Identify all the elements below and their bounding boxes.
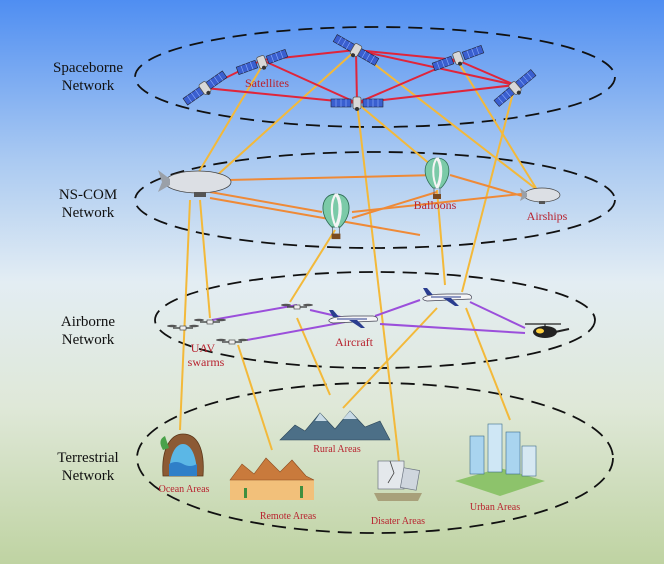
link bbox=[227, 174, 438, 181]
layer-label-spaceborne-line1: Spaceborne bbox=[53, 60, 123, 76]
link bbox=[449, 174, 537, 201]
rural-area-icon bbox=[279, 410, 391, 441]
layer-label-nscom-line2: Network bbox=[62, 205, 115, 221]
uav-label-line2: swarms bbox=[188, 355, 225, 369]
helicopter-icon bbox=[525, 323, 570, 338]
layer-label-nscom-line1: NS-COM bbox=[59, 187, 117, 203]
link bbox=[289, 229, 336, 303]
link bbox=[209, 191, 323, 213]
layer-label-airborne-line1: Airborne bbox=[61, 314, 115, 330]
vertical-links bbox=[179, 49, 541, 471]
layer-label-terrestrial-line2: Network bbox=[62, 468, 115, 484]
link bbox=[202, 49, 357, 189]
air-links bbox=[211, 299, 526, 341]
link bbox=[456, 59, 516, 86]
link bbox=[261, 59, 358, 104]
airships-label: Airships bbox=[527, 209, 568, 223]
link bbox=[246, 321, 346, 341]
link bbox=[456, 59, 540, 194]
link bbox=[436, 189, 446, 286]
link bbox=[374, 299, 421, 317]
aircraft-label: Aircraft bbox=[335, 335, 374, 349]
urban-areas-label: Urban Areas bbox=[470, 502, 520, 513]
nscom-ring bbox=[134, 151, 616, 249]
remote-area-icon bbox=[229, 457, 315, 500]
airship-icon bbox=[520, 187, 561, 204]
link bbox=[465, 307, 511, 421]
link bbox=[211, 304, 298, 321]
ocean-areas-label: Ocean Areas bbox=[159, 484, 210, 495]
layer-label-terrestrial-line1: Terrestrial bbox=[57, 450, 118, 466]
satellites-label: Satellites bbox=[245, 76, 289, 90]
link bbox=[296, 317, 331, 396]
balloons-label: Balloons bbox=[414, 198, 457, 212]
disaster-area-icon bbox=[374, 460, 422, 501]
ocean-area-icon bbox=[160, 433, 204, 477]
link bbox=[342, 307, 438, 409]
link bbox=[351, 191, 438, 219]
link bbox=[356, 102, 438, 171]
terrestrial-ring bbox=[136, 382, 614, 534]
link bbox=[355, 49, 358, 104]
uav-label-line1: UAV bbox=[191, 341, 216, 355]
link bbox=[379, 323, 526, 334]
link bbox=[199, 199, 211, 319]
disaster-areas-label: Disater Areas bbox=[371, 516, 425, 527]
remote-areas-label: Remote Areas bbox=[260, 511, 316, 522]
layer-rings bbox=[134, 26, 616, 534]
link bbox=[356, 84, 516, 104]
link bbox=[355, 49, 458, 61]
nscom-links bbox=[209, 174, 541, 236]
link bbox=[179, 199, 191, 431]
link bbox=[356, 102, 401, 471]
spaceborne-ring bbox=[134, 26, 616, 128]
link bbox=[461, 84, 516, 293]
airborne-ring bbox=[154, 271, 596, 369]
airship-icon bbox=[158, 170, 232, 197]
layer-label-airborne-line2: Network bbox=[62, 332, 115, 348]
urban-area-icon bbox=[455, 423, 545, 496]
link bbox=[469, 301, 526, 329]
link bbox=[193, 65, 263, 181]
layer-label-spaceborne-line2: Network bbox=[62, 78, 115, 94]
link bbox=[237, 344, 273, 451]
space-links bbox=[204, 49, 516, 104]
link bbox=[355, 49, 541, 193]
link bbox=[209, 197, 421, 236]
rural-areas-label: Rural Areas bbox=[313, 444, 361, 455]
